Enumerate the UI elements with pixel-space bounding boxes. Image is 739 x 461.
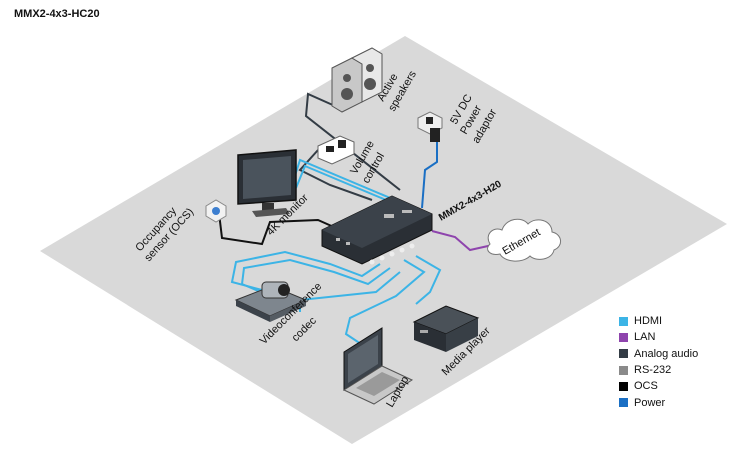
power-adaptor-icon [417, 111, 443, 142]
monitor-icon [237, 149, 297, 217]
matrix-switcher-icon [321, 195, 433, 265]
legend-item-power: Power [619, 394, 731, 410]
media-player-icon [412, 305, 480, 352]
legend-item-ocs: OCS [619, 378, 731, 394]
laptop-icon [342, 327, 414, 405]
hdmi-cable-laptop [344, 259, 426, 351]
lan-cable [431, 230, 498, 252]
ethernet-cloud-icon [487, 218, 561, 262]
legend-item-rs232: RS-232 [619, 362, 731, 378]
occupancy-sensor-icon [205, 199, 227, 223]
hdmi-cable-media-player [415, 255, 442, 305]
legend-label: Power [634, 396, 666, 409]
hdmi-cable-monitor-b [295, 164, 399, 206]
legend-swatch [619, 332, 628, 342]
hdmi-cable-codec-a [230, 250, 381, 291]
legend: HDMI LAN Analog audio RS-232 OCS Power [619, 313, 731, 411]
volume-control-cable [298, 149, 373, 201]
legend-item-lan: LAN [619, 329, 731, 345]
legend-swatch [619, 365, 628, 375]
videoconference-codec-icon [234, 281, 308, 322]
legend-item-analog-audio: Analog audio [619, 346, 731, 362]
volume-control-icon [317, 135, 355, 165]
legend-swatch [619, 316, 628, 326]
legend-swatch [619, 381, 628, 391]
page-title: MMX2-4x3-HC20 [14, 8, 100, 20]
legend-swatch [619, 349, 628, 359]
active-speakers-icon [331, 47, 383, 113]
legend-label: RS-232 [634, 364, 672, 377]
legend-swatch [619, 398, 628, 408]
legend-label: HDMI [634, 315, 663, 328]
power-cable [421, 142, 438, 209]
ocs-cable [218, 212, 346, 246]
hdmi-cable-codec-b [240, 258, 391, 297]
legend-label: Analog audio [634, 347, 699, 360]
legend-label: OCS [634, 380, 658, 393]
legend-label: LAN [634, 331, 656, 344]
legend-item-hdmi: HDMI [619, 313, 731, 329]
